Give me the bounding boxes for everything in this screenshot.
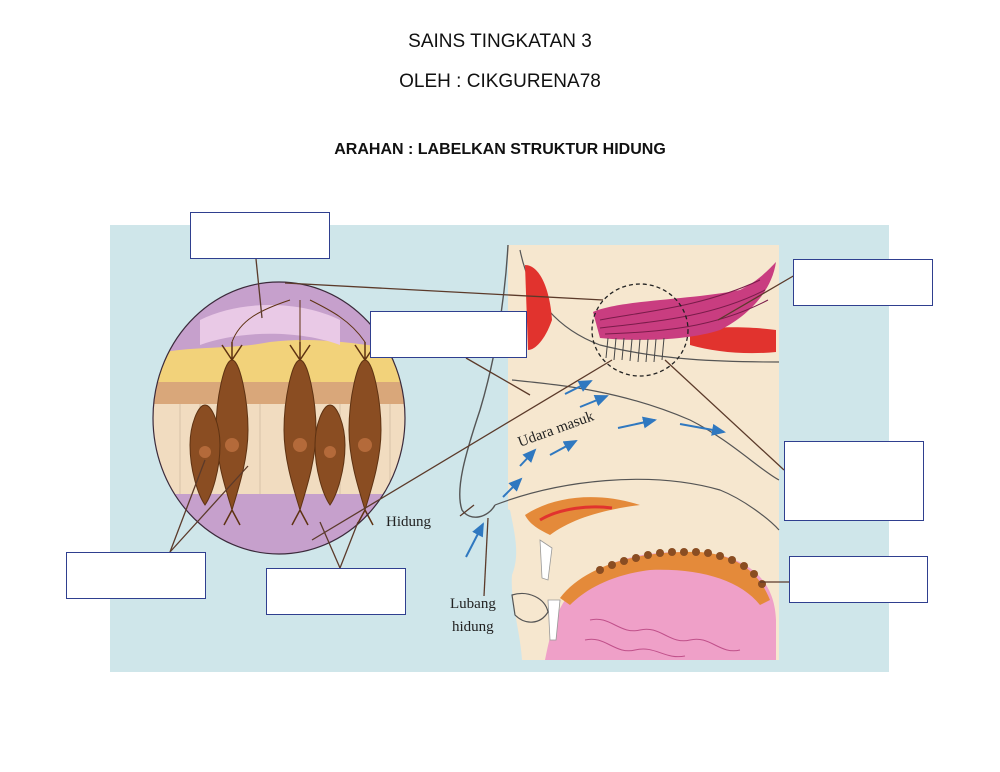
- answer-box-7[interactable]: [266, 568, 406, 615]
- answer-box-1[interactable]: [190, 212, 330, 259]
- answer-box-5[interactable]: [789, 556, 928, 603]
- nose-label: Hidung: [386, 514, 432, 530]
- nostril-label-line1: Lubang: [450, 596, 496, 612]
- answer-box-2[interactable]: [370, 311, 527, 358]
- answer-box-3[interactable]: [793, 259, 933, 306]
- answer-box-4[interactable]: [784, 441, 924, 521]
- answer-box-6[interactable]: [66, 552, 206, 599]
- nostril-label-line2: hidung: [452, 619, 494, 635]
